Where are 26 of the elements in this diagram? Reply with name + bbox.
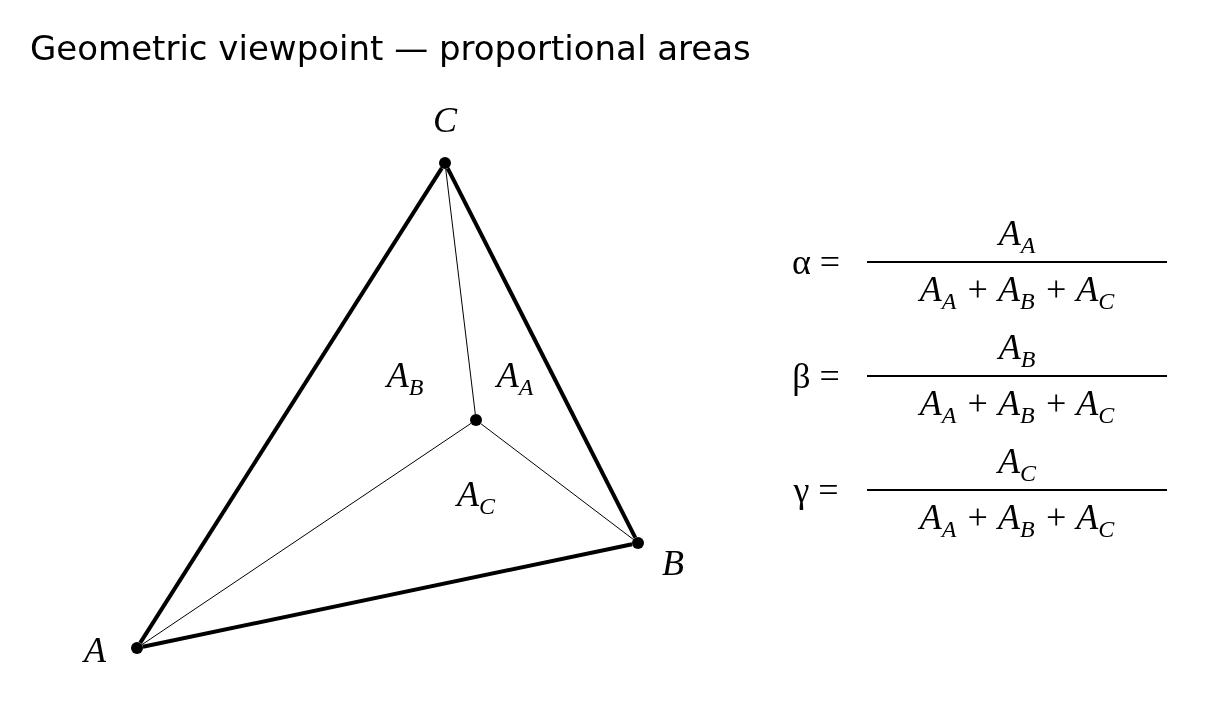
vertex-label: A [84, 632, 106, 668]
triangle-edge [138, 167, 444, 644]
formula-lhs: γ = [793, 472, 839, 508]
title: Geometric viewpoint — proportional areas [30, 28, 751, 68]
numerator: A$_{B}$ [998, 328, 1036, 372]
formula-lhs: α = [791, 244, 841, 280]
area-label: A$_{A}$ [496, 356, 534, 400]
vertex-dot [470, 414, 482, 426]
denominator: A$_{A}$ + A$_{B}$ + A$_{C}$ [919, 270, 1115, 314]
vertex-dot [439, 157, 451, 169]
triangle-edge [141, 422, 472, 646]
area-label: A$_{C}$ [457, 475, 495, 519]
triangle-edge [142, 542, 633, 649]
denominator: A$_{A}$ + A$_{B}$ + A$_{C}$ [919, 498, 1115, 542]
vertex-label: B [662, 545, 684, 581]
area-label: A$_{B}$ [386, 356, 424, 400]
formula-lhs: β = [792, 358, 840, 394]
triangle-edge [445, 167, 638, 539]
numerator: A$_{A}$ [998, 214, 1036, 258]
vertex-label: C [433, 102, 457, 138]
triangle-edge [445, 168, 476, 415]
denominator: A$_{A}$ + A$_{B}$ + A$_{C}$ [919, 384, 1115, 428]
numerator: A$_{C}$ [998, 442, 1036, 486]
vertex-dot [632, 537, 644, 549]
vertex-dot [131, 642, 143, 654]
triangle-edge [480, 423, 634, 540]
